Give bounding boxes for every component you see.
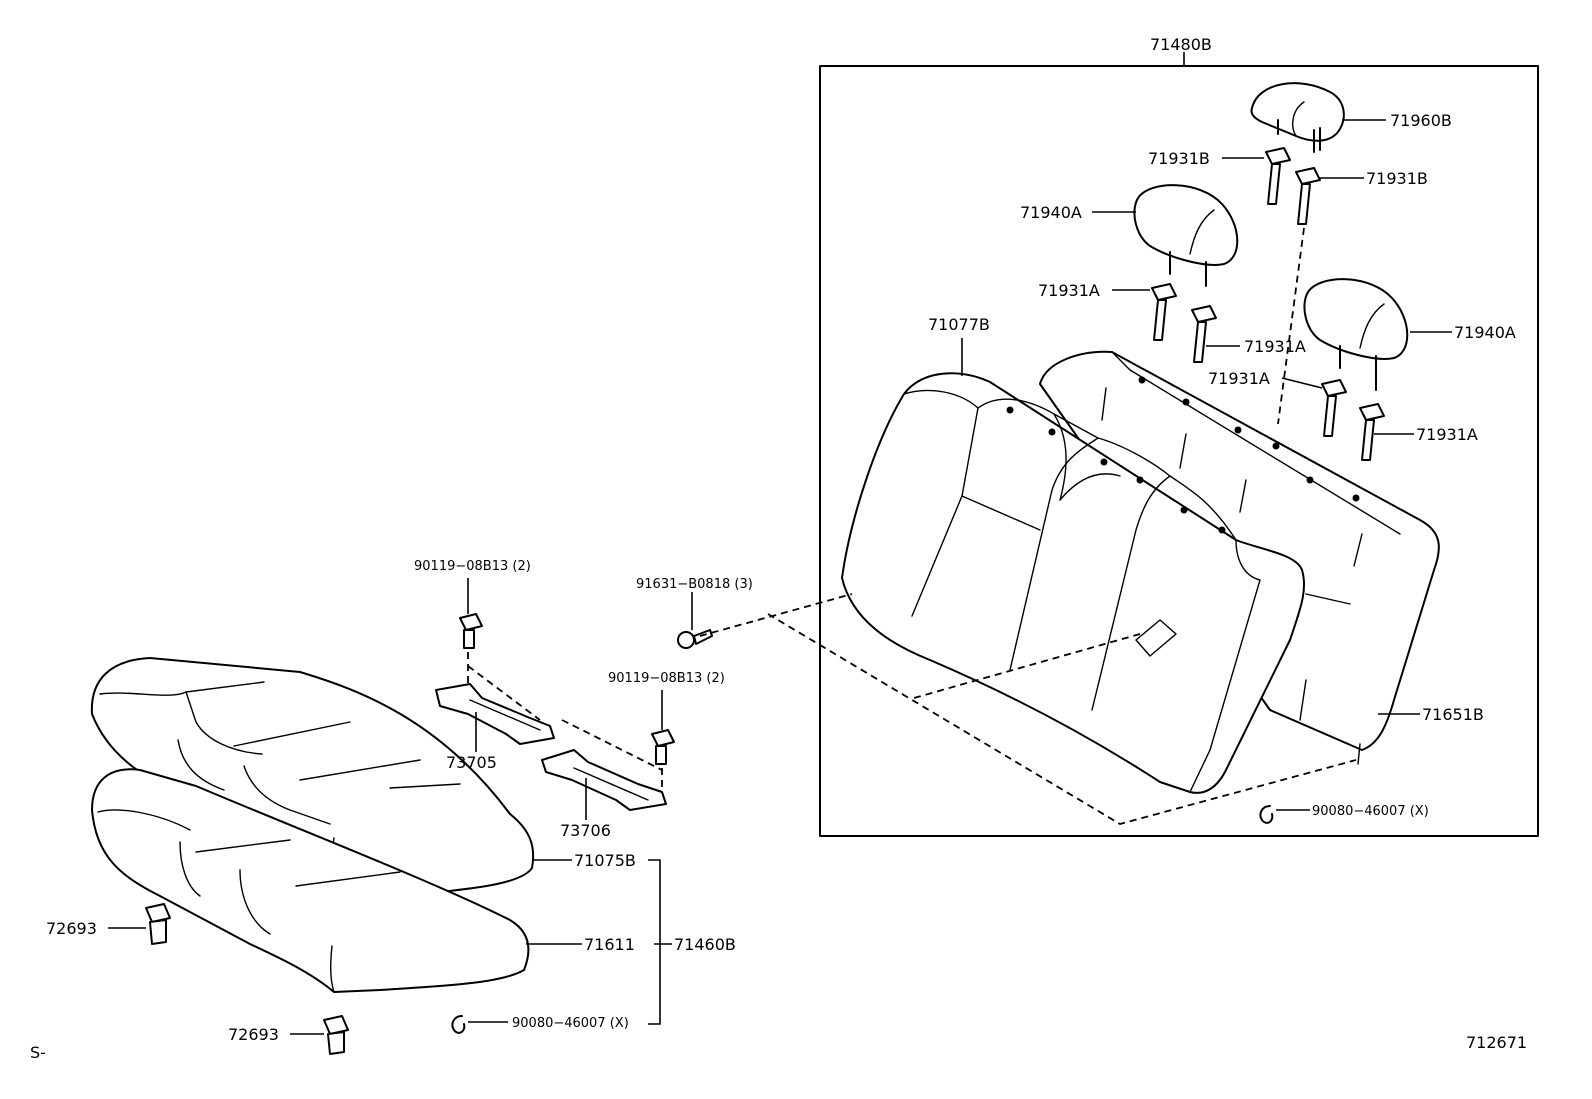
support-71931A-1-drawing: [1112, 283, 1177, 341]
label-71940A-right: 71940A: [1454, 323, 1516, 342]
diagram-number: 712671: [1466, 1033, 1527, 1052]
label-73705: 73705: [446, 753, 497, 772]
label-72693-lower: 72693: [228, 1025, 279, 1044]
label-90119-mid: 90119−08B13 (2): [608, 671, 725, 686]
hinge-73706-drawing: [541, 719, 667, 820]
label-71651B: 71651B: [1422, 705, 1484, 724]
clip-72693-lower-drawing: [290, 1015, 349, 1055]
label-71460B: 71460B: [674, 935, 736, 954]
label-71931A-4: 71931A: [1416, 425, 1478, 444]
label-90080-back: 90080−46007 (X): [1312, 804, 1429, 819]
headrest-71960B-drawing: [1250, 82, 1386, 153]
clip-72693-upper-drawing: [108, 903, 171, 945]
bolt-90119-top-drawing: [459, 578, 483, 686]
bolt-90119-mid-drawing: [651, 690, 675, 794]
label-71940A-left: 71940A: [1020, 203, 1082, 222]
label-71077B: 71077B: [928, 315, 990, 334]
headrest-71940A-right-drawing: [1303, 278, 1452, 391]
label-91631: 91631−B0818 (3): [636, 577, 753, 592]
hog-ring-cushion-drawing: [451, 1015, 508, 1034]
seat-back-cover-71077B-drawing: [841, 338, 1306, 794]
seat-back-assembly-frame: [819, 52, 1539, 837]
label-71931B-left: 71931B: [1148, 149, 1210, 168]
support-71931B-left-drawing: [1222, 147, 1291, 205]
hog-ring-back-drawing: [1259, 805, 1310, 824]
label-71931A-3: 71931A: [1208, 369, 1270, 388]
label-90080-cushion: 90080−46007 (X): [512, 1016, 629, 1031]
seat-cushion-cover-71075B-drawing: [90, 657, 572, 901]
cushion-assembly-bracket: [648, 859, 672, 1025]
label-90119-top: 90119−08B13 (2): [414, 559, 531, 574]
label-71075B: 71075B: [574, 851, 636, 870]
bolt-91631-drawing: [677, 592, 713, 649]
label-71960B: 71960B: [1390, 111, 1452, 130]
hinge-73705-drawing: [435, 665, 555, 752]
label-71480B: 71480B: [1150, 35, 1212, 54]
label-73706: 73706: [560, 821, 611, 840]
footer-left-code: S-: [30, 1043, 46, 1062]
label-71931A-2: 71931A: [1244, 337, 1306, 356]
seat-cushion-pad-71611-drawing: [91, 768, 582, 993]
label-72693-upper: 72693: [46, 919, 97, 938]
support-71931A-2-drawing: [1191, 305, 1240, 363]
seat-back-assembly-lines: [699, 593, 1357, 825]
label-71611: 71611: [584, 935, 635, 954]
label-71931B-right: 71931B: [1366, 169, 1428, 188]
support-71931A-3-drawing: [1281, 377, 1347, 437]
headrest-71940A-left-drawing: [1092, 184, 1239, 287]
support-71931A-4-drawing: [1359, 403, 1414, 461]
label-71931A-1: 71931A: [1038, 281, 1100, 300]
support-71931B-right-drawing: [1277, 167, 1364, 425]
